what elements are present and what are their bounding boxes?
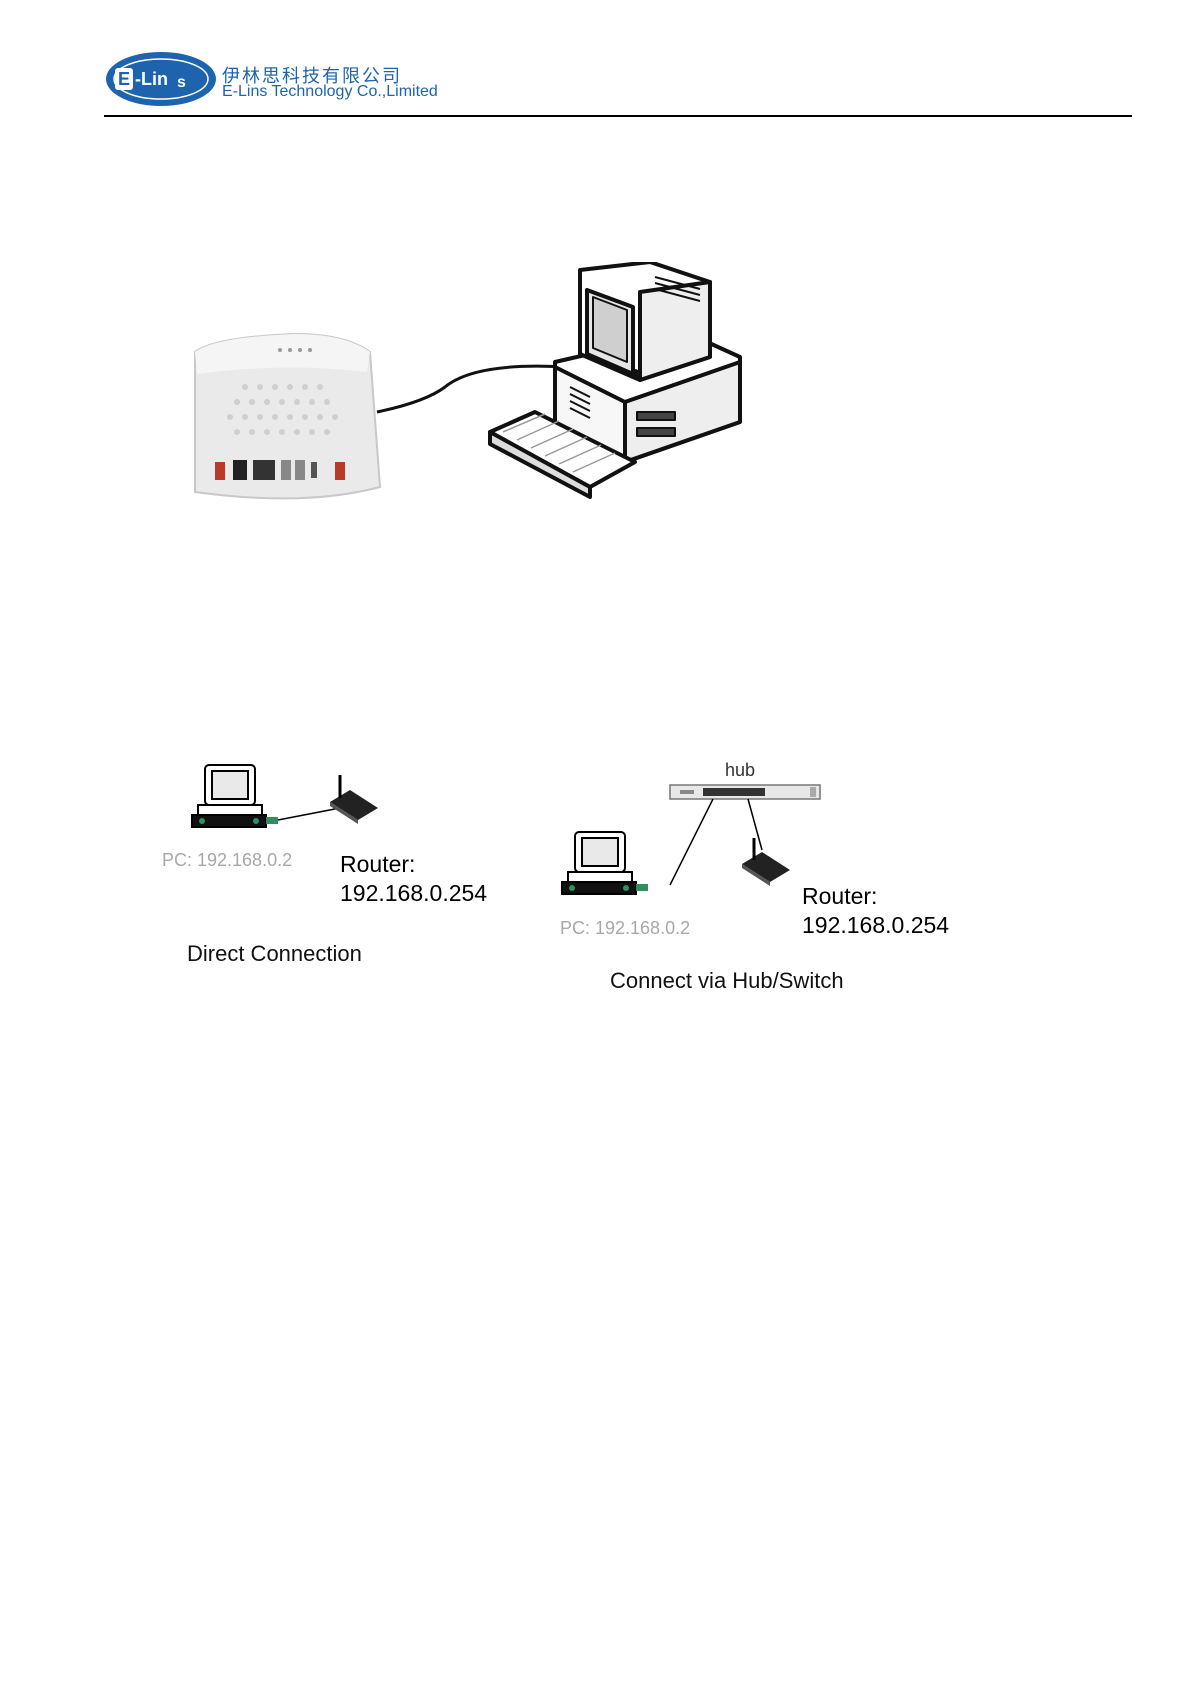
hub-to-pc-line (670, 799, 713, 885)
direct-router-label-title: Router: (340, 850, 415, 879)
desktop-computer-image (490, 262, 740, 497)
hub-connection-caption: Connect via Hub/Switch (610, 968, 844, 994)
hub-switch-icon (670, 785, 820, 799)
svg-text:s: s (177, 74, 186, 91)
direct-pc-icon (192, 765, 266, 827)
company-name-english: E-Lins Technology Co.,Limited (222, 83, 438, 101)
direct-nic-icon (266, 817, 278, 824)
hub-pc-ip-label: PC: 192.168.0.2 (560, 918, 690, 939)
header-divider (104, 115, 1132, 117)
direct-connection-caption: Direct Connection (187, 941, 362, 967)
direct-router-icon (330, 775, 378, 824)
hub-router-label-title: Router: (802, 882, 877, 911)
hub-router-icon (742, 838, 790, 886)
direct-pc-ip-label: PC: 192.168.0.2 (162, 850, 292, 871)
hub-router-label-ip: 192.168.0.254 (802, 911, 949, 940)
svg-text:E: E (118, 69, 130, 89)
hub-pc-icon (562, 832, 636, 894)
hub-label: hub (725, 760, 755, 781)
router-to-pc-photo (185, 262, 815, 552)
hub-nic-icon (636, 884, 648, 891)
ethernet-cable (377, 366, 565, 412)
direct-link-line (278, 808, 340, 820)
router-device-image (195, 334, 380, 498)
network-topology-diagram: PC: 192.168.0.2 Router: 192.168.0.254 Di… (150, 760, 970, 1010)
svg-text:-Lin: -Lin (135, 69, 168, 89)
direct-router-label-ip: 192.168.0.254 (340, 879, 487, 908)
e-lins-logo: E -Lin s (105, 50, 217, 108)
